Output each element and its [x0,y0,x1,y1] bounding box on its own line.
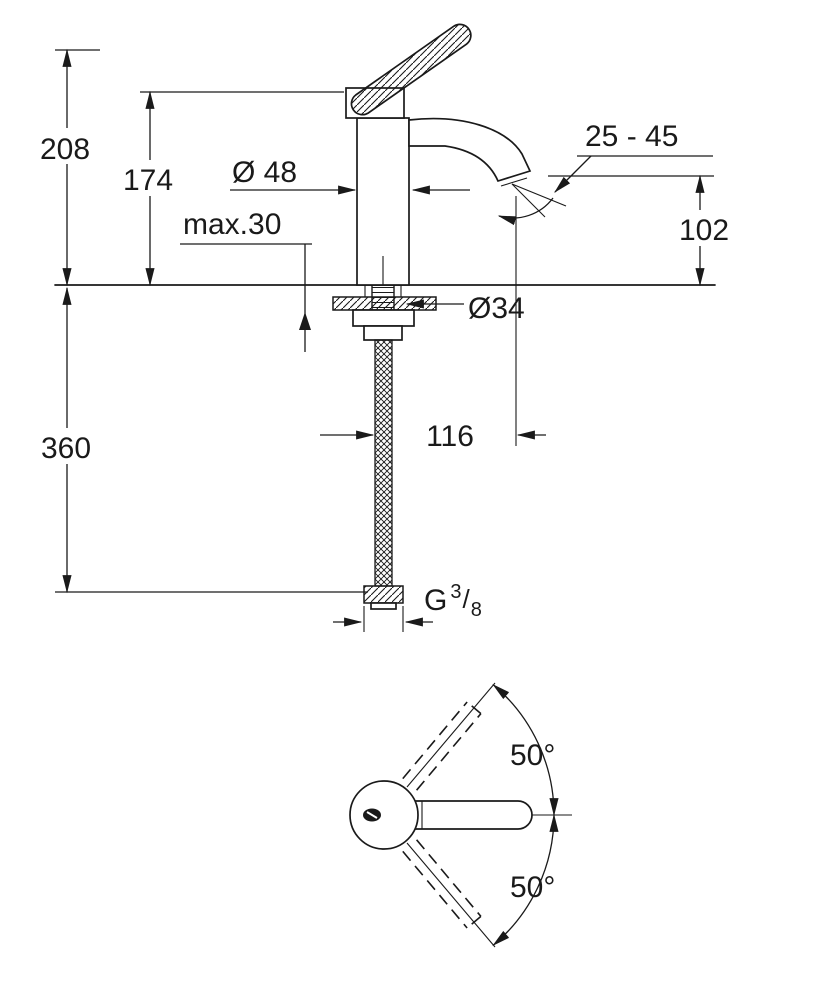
dimension-102: 102 [548,174,732,287]
mounting-nut [352,309,415,327]
handle-up-edge-2 [402,701,468,780]
label-bg-360 [37,428,96,464]
spout [408,117,532,183]
spray-angle-indication [497,183,567,226]
base-circle [349,780,419,850]
hose-end-fitting [363,585,404,604]
radial-line-up [406,682,496,788]
handle-up-cap [466,701,482,715]
hose-end-tip [370,602,397,610]
handle-down-edge-1 [415,839,482,917]
swivel-angle-up-label: 50° [510,739,555,772]
hose-nut [363,325,403,341]
dimension-diameter-34: Ø34 [405,292,525,325]
spray-line-shallow [511,183,567,207]
radial-line-down [406,842,496,948]
faucet-top-view: 50° 50° [349,682,572,948]
label-bg-102 [676,210,732,246]
thread-sup: 3 [450,581,461,603]
label-bg-208 [36,128,94,164]
handle-down-edge-2 [402,850,468,929]
dim-hose-length-label: 360 [41,432,91,465]
handle-position-down [402,839,482,929]
dim-max-thickness-label: max.30 [183,208,281,241]
swivel-arc-down [492,813,559,947]
leader-25-45 [554,155,592,193]
dim-body-height-label: 174 [123,164,173,197]
dimension-116: 116 [320,196,546,453]
handle-position-up [402,701,482,791]
arrow-max30 [299,312,311,330]
thread-g: G [424,584,447,617]
thread-sub: 8 [471,599,482,621]
braided-hose [374,339,393,587]
dimension-diameter-48: Ø 48 [230,156,470,195]
dim-total-height-label: 208 [40,133,90,166]
spray-swivel-arrow [497,197,554,226]
dimension-25-45: 25 - 45 [554,120,713,193]
handle-top-view [399,800,533,830]
dim-hole-diameter-label: Ø34 [468,292,525,325]
hub-slot [366,811,378,819]
spray-line-steep [511,183,546,218]
dimension-360: 360 [37,286,368,594]
dim-body-diameter-label: Ø 48 [232,156,297,189]
thread-slash: / [462,584,470,614]
faucet-side-view [54,23,716,610]
label-bg-174 [119,160,179,196]
dimension-max30: max.30 [180,208,312,352]
dim-spout-reach-label: 116 [426,420,474,453]
swivel-arc-up [492,683,559,817]
swivel-angle-down-label: 50° [510,871,555,904]
aerator-line [500,177,528,187]
lever-handle [350,23,472,116]
dimension-174: 174 [119,90,344,287]
handle-up-edge-1 [415,713,482,791]
dimensions-side-view: 208 174 Ø 48 max.30 25 - 45 [36,48,732,632]
dim-spray-range-label: 25 - 45 [585,120,678,153]
dim-spout-height-label: 102 [679,214,729,247]
handle-down-cap [466,915,482,929]
dimension-208: 208 [36,48,100,287]
